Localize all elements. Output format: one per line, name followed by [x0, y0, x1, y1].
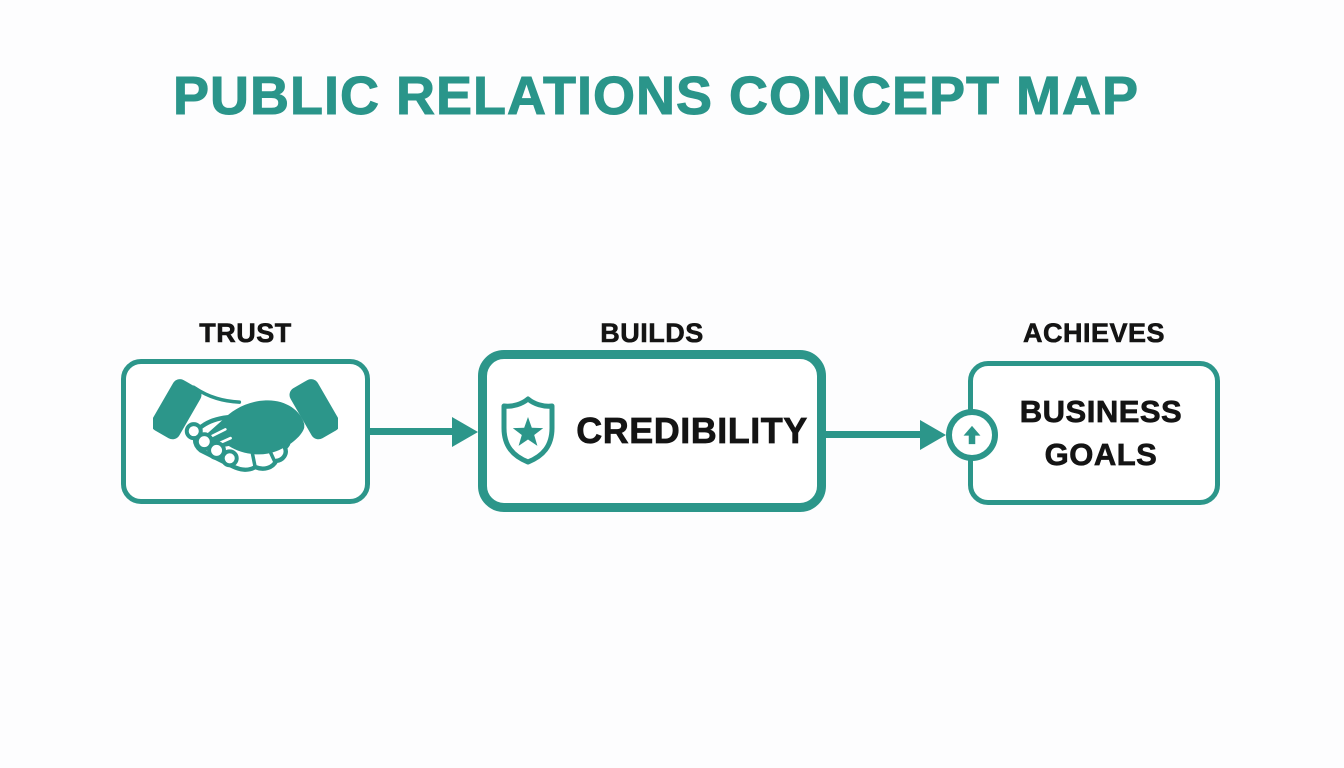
handshake-icon — [153, 378, 338, 472]
arrow-shaft — [368, 428, 456, 435]
arrow-head-icon — [452, 417, 478, 447]
node-business-goals: BUSINESS GOALS — [968, 361, 1220, 505]
goals-line-1: BUSINESS — [1019, 394, 1183, 430]
page-title: PUBLIC RELATIONS CONCEPT MAP — [172, 66, 1139, 127]
node-text-business-goals: BUSINESS GOALS — [1019, 390, 1183, 476]
arrow-head-icon — [920, 420, 946, 450]
star-icon — [513, 417, 544, 446]
arrow-up-icon — [963, 425, 981, 445]
node-trust — [121, 359, 370, 504]
node-text-credibility: CREDIBILITY — [576, 410, 808, 452]
node-label-builds: BUILDS — [600, 318, 704, 349]
goals-line-2: GOALS — [1044, 437, 1158, 473]
node-label-trust: TRUST — [199, 318, 292, 349]
node-label-achieves: ACHIEVES — [1022, 318, 1166, 349]
arrow-up-circle-icon — [946, 409, 998, 461]
shield-star-icon — [501, 396, 555, 465]
node-credibility: CREDIBILITY — [478, 350, 826, 512]
arrow-shaft — [824, 431, 922, 438]
page-title-wrap: PUBLIC RELATIONS CONCEPT MAP — [0, 66, 1312, 127]
